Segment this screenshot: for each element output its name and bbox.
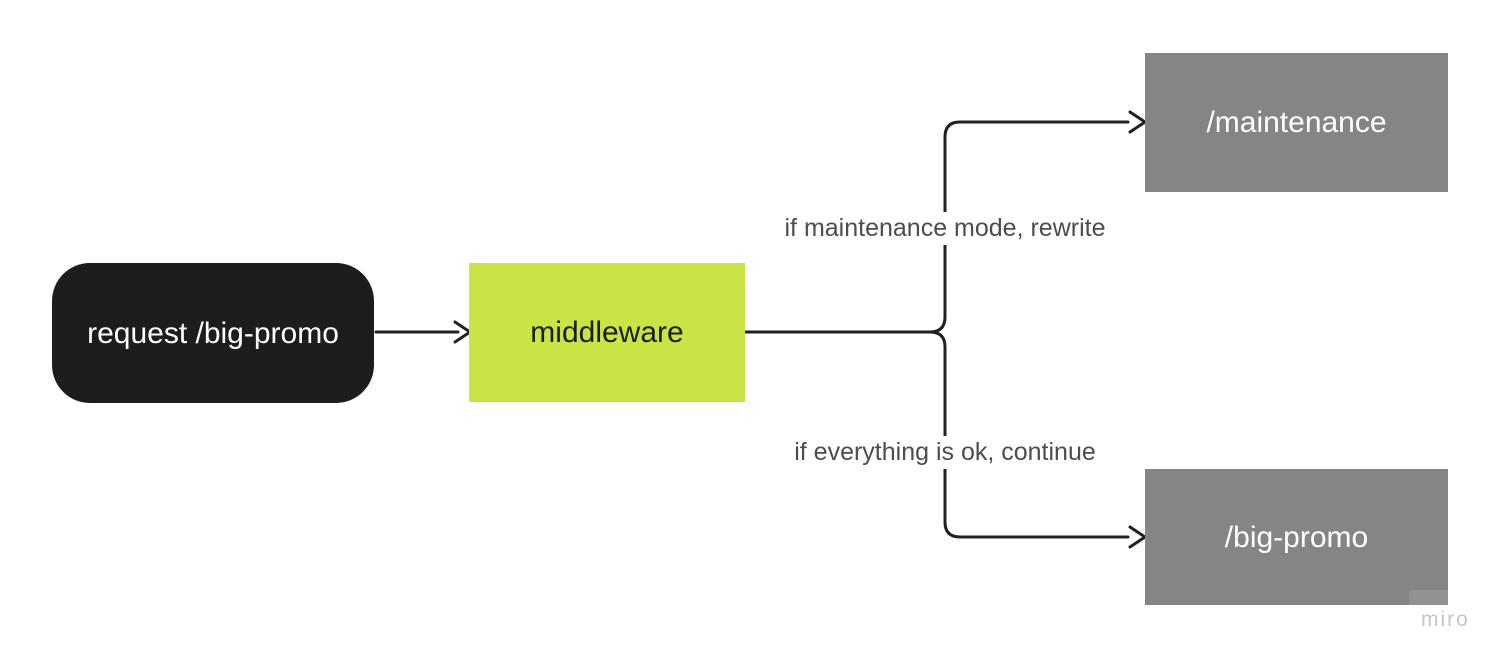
node-maintenance-label: /maintenance xyxy=(1206,106,1387,139)
node-big-promo-route[interactable]: /big-promo xyxy=(1145,469,1448,605)
edge-label-continue-condition[interactable]: if everything is ok, continue xyxy=(786,436,1104,469)
edge-request-middleware[interactable] xyxy=(374,320,472,344)
node-request-big-promo[interactable]: request /big-promo xyxy=(52,263,374,403)
node-request-label: request /big-promo xyxy=(87,316,339,350)
arrowhead-right-icon xyxy=(1128,110,1147,134)
miro-watermark: miro xyxy=(1421,608,1470,631)
node-big-promo-label: /big-promo xyxy=(1224,520,1369,554)
edge-label-maintenance-condition[interactable]: if maintenance mode, rewrite xyxy=(776,212,1114,245)
watermark-backdrop xyxy=(1409,590,1448,605)
node-middleware[interactable]: middleware xyxy=(469,263,745,402)
node-maintenance-route[interactable]: /maintenance xyxy=(1145,53,1448,192)
arrowhead-right-icon xyxy=(1128,525,1147,549)
node-middleware-label: middleware xyxy=(530,316,684,349)
edge-middleware-bigpromo-line xyxy=(744,330,1130,539)
